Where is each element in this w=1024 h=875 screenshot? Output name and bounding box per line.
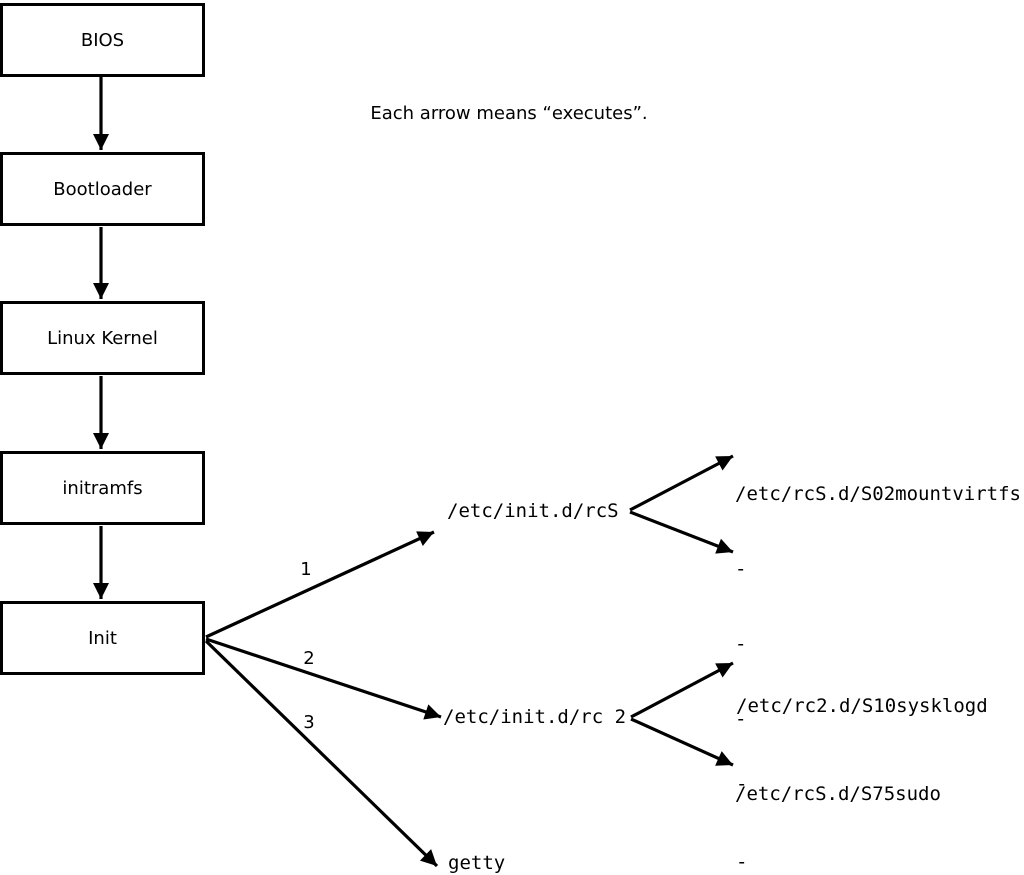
node-etc-init-d-rc2: /etc/init.d/rc 2 — [443, 706, 627, 728]
branch-number-3: 3 — [303, 712, 315, 733]
diagram-caption: Each arrow means “executes”. — [370, 103, 648, 124]
arrow-rc2-to-S10sysklogd — [630, 661, 734, 719]
node-getty: getty — [448, 852, 506, 874]
arrow-init-to-getty — [204, 639, 439, 868]
rcS-script-line: - — [735, 708, 747, 730]
arrow-init-to-rcS — [205, 530, 435, 639]
arrow-rc2-to-S99gdm — [630, 717, 734, 767]
branch-number-2: 2 — [303, 648, 315, 669]
arrow-init-to-rc2 — [205, 637, 442, 720]
rcS-script-line: /etc/rcS.d/S02mountvirtfs — [735, 483, 1021, 505]
box-label-bootloader: Bootloader — [53, 178, 152, 200]
box-label-linux-kernel: Linux Kernel — [47, 327, 158, 349]
arrow-rcS-to-S75sudo — [629, 510, 734, 554]
rcS-script-list: /etc/rcS.d/S02mountvirtfs - - - /etc/rcS… — [735, 432, 1021, 857]
branch-number-1: 1 — [300, 559, 312, 580]
node-etc-init-d-rcS: /etc/init.d/rcS — [447, 500, 619, 522]
rcS-script-line: - — [735, 558, 747, 580]
rcS-script-line: /etc/rcS.d/S75sudo — [735, 783, 941, 805]
rc2-script-line: - — [736, 773, 748, 795]
box-label-init: Init — [88, 627, 117, 649]
rc2-script-line: /etc/rc2.d/S10sysklogd — [736, 695, 988, 717]
rcS-script-line: - — [735, 633, 747, 655]
flowchart-box-initramfs: initramfs — [0, 451, 205, 525]
rc2-script-line: - — [736, 851, 748, 873]
box-label-bios: BIOS — [80, 29, 125, 51]
flowchart-box-linux-kernel: Linux Kernel — [0, 301, 205, 375]
arrow-rcS-to-S02mountvirtfs — [629, 454, 734, 512]
flowchart-box-bios: BIOS — [0, 3, 205, 77]
flowchart-box-init: Init — [0, 601, 205, 675]
rc2-script-list: /etc/rc2.d/S10sysklogd - - - /etc/rc2.d/… — [736, 641, 988, 875]
box-label-initramfs: initramfs — [62, 477, 143, 499]
flowchart-box-bootloader: Bootloader — [0, 152, 205, 226]
